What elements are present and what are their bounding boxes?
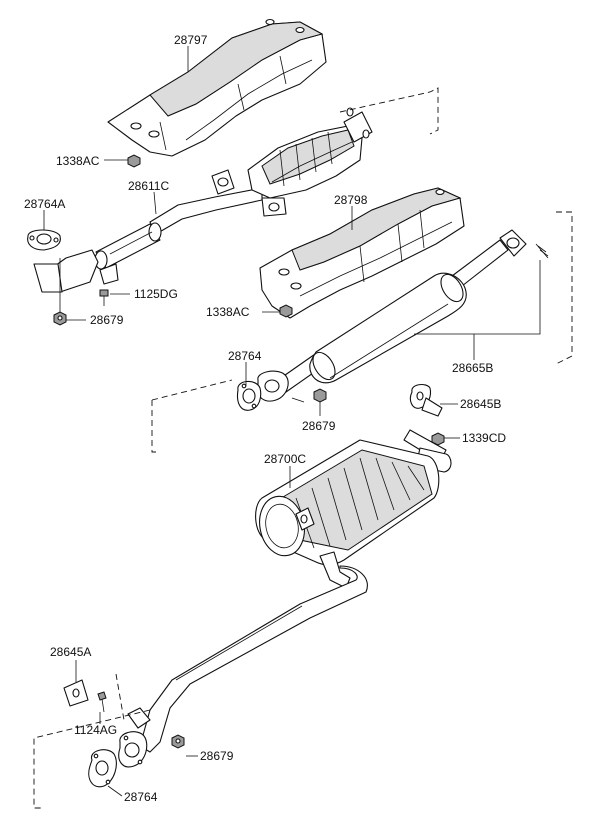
label-28700c: 28700C [264,452,306,466]
group-bracket-bottom [33,709,151,809]
label-28764-bottom: 28764 [124,790,158,804]
label-1338ac-top: 1338AC [56,154,100,168]
label-1339cd: 1339CD [462,431,506,445]
label-28797: 28797 [174,33,208,47]
label-28764a: 28764A [24,197,65,211]
label-28611c: 28611C [128,179,169,193]
hanger-28645a [63,679,89,707]
nut-1338ac-top [127,154,141,168]
center-pipe-28665b [257,229,527,402]
group-bracket-mid-left [151,379,233,401]
leader-lines [43,46,541,797]
label-28679-front: 28679 [90,313,124,327]
rear-pipe [118,551,368,768]
gasket-28764a [27,229,61,251]
group-bracket-top [339,87,439,135]
label-1124ag: 1124AG [74,723,117,737]
group-bracket-bottom-link [115,673,125,721]
nut-1338ac-mid [279,304,293,318]
label-1338ac-mid: 1338AC [206,305,250,319]
group-bracket-mid-left-vert [151,400,160,453]
bolt-1124ag [97,691,107,713]
label-28798: 28798 [334,193,368,207]
gasket-28764-bottom [88,749,117,788]
group-bracket-mid-right [555,211,573,365]
nut-28679-mid [291,388,327,403]
catalytic-converter [247,107,373,199]
heat-shield-28797 [107,18,327,157]
heat-shield-28798 [259,187,465,319]
bolt-1125dg [99,289,109,306]
label-28679-bottom: 28679 [200,749,234,763]
label-1125dg: 1125DG [134,287,178,301]
label-28645b: 28645B [460,397,501,411]
stud-rear [535,243,549,259]
label-28764-mid: 28764 [228,349,262,363]
nut-28679-bottom [171,734,185,749]
label-28665b: 28665B [452,361,493,375]
gasket-28764-mid [236,380,262,411]
hanger-28645b [409,383,443,417]
label-28679-mid: 28679 [302,419,336,433]
rear-muffler-28700c [255,429,452,566]
label-28645a: 28645A [50,645,91,659]
nut-28679-front [53,311,67,326]
